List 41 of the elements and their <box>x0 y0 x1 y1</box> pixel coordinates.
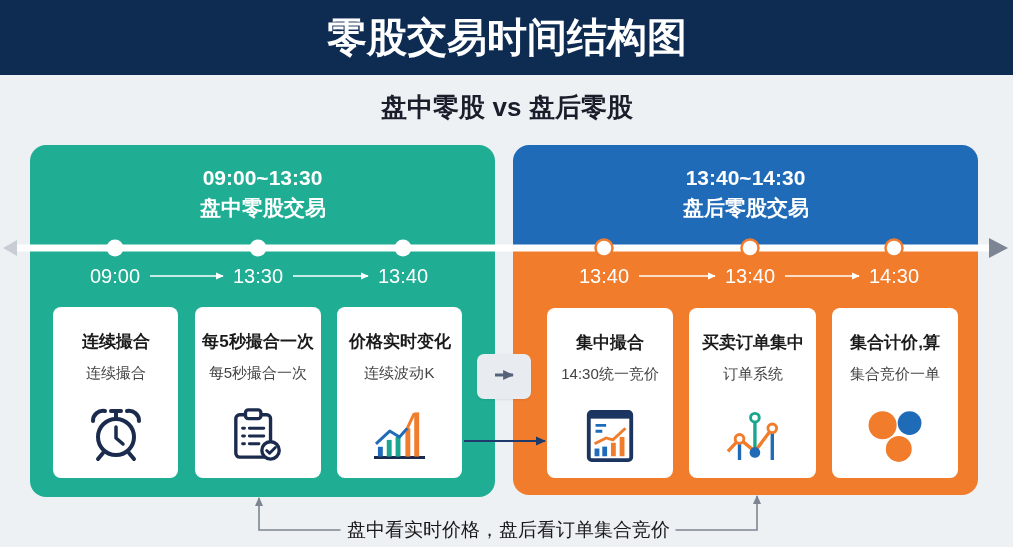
subtitle: 盘中零股 vs 盘后零股 <box>381 92 633 122</box>
arrow <box>784 272 860 280</box>
arrow <box>638 272 716 280</box>
card-subtitle: 集合竞价一单 <box>850 365 940 383</box>
card-subtitle: 连续撮合 <box>85 364 146 382</box>
time-label: 14:30 <box>868 265 920 287</box>
title: 零股交易时间结构图 <box>326 15 687 59</box>
card-title: 连续撮合 <box>81 332 150 352</box>
info-card <box>832 308 958 478</box>
info-card <box>689 308 816 478</box>
card-subtitle: 连续波动K <box>364 364 435 382</box>
info-card <box>53 307 178 478</box>
time-range: 13:40~14:30 <box>685 166 806 190</box>
card-title: 每5秒撮合一次 <box>202 332 314 352</box>
time-label: 13:40 <box>377 265 429 287</box>
panel-title: 盘后零股交易 <box>682 196 809 220</box>
time-label: 13:40 <box>578 265 630 287</box>
card-title: 集中撮合 <box>576 333 644 353</box>
arrow <box>463 436 546 446</box>
panel <box>513 145 978 495</box>
card-subtitle: 订单系统 <box>722 365 783 383</box>
arrow <box>292 272 369 280</box>
arrow <box>495 370 515 380</box>
time-label: 13:30 <box>232 265 284 287</box>
note-text: 盘中看实时价格，盘后看订单集合竞价 <box>346 519 670 541</box>
time-label: 09:00 <box>89 265 141 287</box>
card-subtitle: 每5秒撮合一次 <box>208 364 308 382</box>
info-card <box>195 307 321 478</box>
leader-line <box>674 495 762 531</box>
card-subtitle: 14:30统一竞价 <box>561 365 659 383</box>
info-card <box>547 308 673 478</box>
panel <box>30 145 495 497</box>
card-title: 买卖订单集中 <box>701 333 804 353</box>
arrow <box>149 272 224 280</box>
card-title: 价格实时变化 <box>348 332 451 352</box>
info-card <box>337 307 462 478</box>
panel-title: 盘中零股交易 <box>199 196 326 220</box>
card-title: 集合计价,算 <box>850 333 940 353</box>
time-label: 13:40 <box>724 265 776 287</box>
time-range: 09:00~13:30 <box>202 166 323 190</box>
leader-line <box>254 497 342 531</box>
